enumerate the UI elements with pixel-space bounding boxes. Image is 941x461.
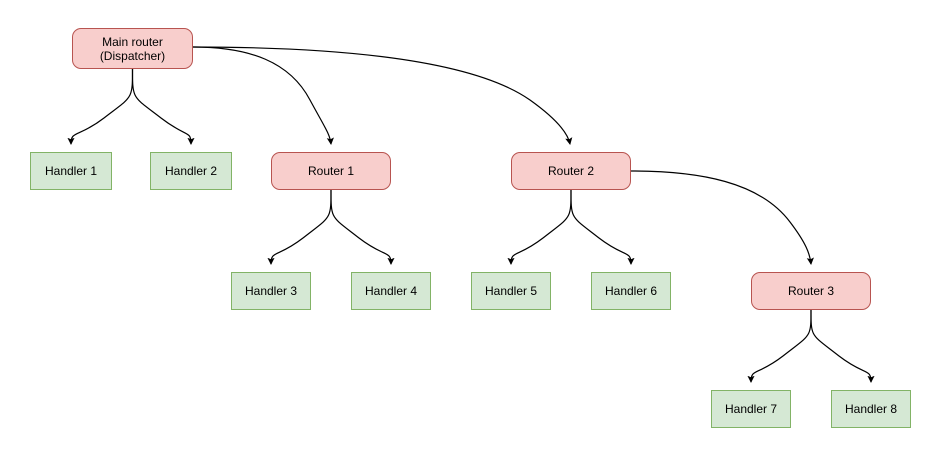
node-handler-1[interactable]: Handler 1 [30,152,112,190]
edge-router-3-to-handler-7 [747,309,812,383]
node-main-router[interactable]: Main router (Dispatcher) [72,28,193,69]
edge-main-router-to-handler-1 [67,68,134,145]
node-handler-8[interactable]: Handler 8 [831,390,911,428]
node-label: Router 2 [547,164,595,178]
node-label: Handler 2 [164,164,218,178]
edge-router-3-to-handler-8 [810,309,875,383]
node-handler-6[interactable]: Handler 6 [591,272,671,310]
node-handler-4[interactable]: Handler 4 [351,272,431,310]
node-handler-3[interactable]: Handler 3 [231,272,311,310]
edge-router-2-to-handler-5 [507,189,572,265]
node-router-1[interactable]: Router 1 [271,152,391,190]
node-handler-5[interactable]: Handler 5 [471,272,551,310]
edge-router-2-to-handler-6 [570,189,635,265]
node-label: Router 1 [307,164,355,178]
node-label: Handler 1 [44,164,98,178]
edge-main-router-to-router-2 [192,46,573,145]
node-label: Handler 4 [364,284,418,298]
node-label: Handler 7 [724,402,778,416]
edge-router-2-to-router-3 [630,170,814,265]
node-label: Router 3 [787,284,835,298]
node-handler-2[interactable]: Handler 2 [150,152,232,190]
node-router-2[interactable]: Router 2 [511,152,631,190]
edge-router-1-to-handler-3 [267,189,332,265]
edge-main-router-to-handler-2 [131,68,195,145]
edge-router-1-to-handler-4 [330,189,395,265]
node-label: Handler 3 [244,284,298,298]
node-label: Handler 5 [484,284,538,298]
node-router-3[interactable]: Router 3 [751,272,871,310]
edge-main-router-to-router-1 [192,46,334,145]
node-label: Main router (Dispatcher) [99,34,166,63]
node-label: Handler 6 [604,284,658,298]
node-handler-7[interactable]: Handler 7 [711,390,791,428]
node-label: Handler 8 [844,402,898,416]
